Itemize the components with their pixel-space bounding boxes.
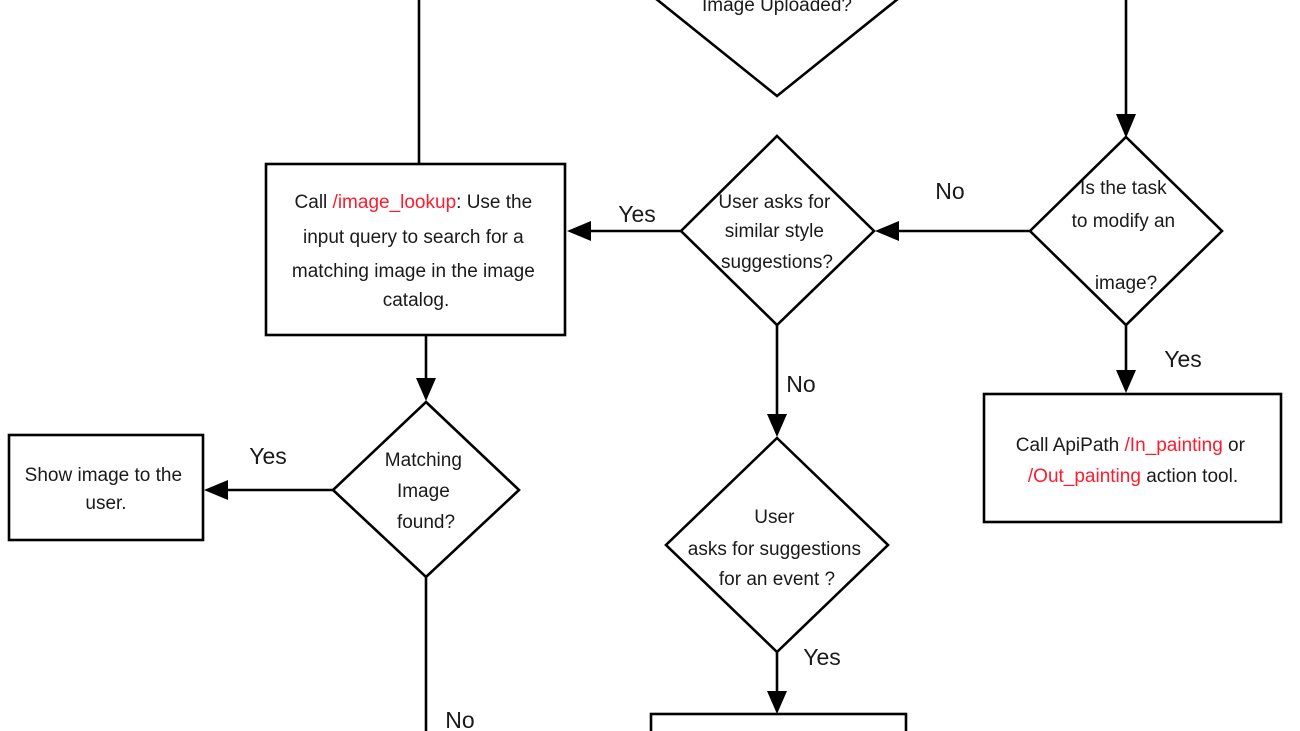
process-image-lookup: [264, 162, 567, 337]
arrowhead-style-in: [875, 221, 899, 241]
label-match-no: No: [445, 707, 474, 731]
process-show-image: [7, 433, 205, 542]
edge-top-right-to-modify: [1124, 0, 1128, 125]
label-style-no: No: [786, 371, 815, 397]
process-image-lookup-text: Call /image_lookup: Use the input query …: [292, 192, 540, 311]
label-modify-yes: Yes: [1164, 346, 1202, 372]
decision-matching-image: [331, 400, 521, 579]
process-show-image-text: Show image to the user.: [25, 465, 188, 514]
arrowhead-lookup-in: [567, 221, 591, 241]
decision-image-uploaded: [655, 0, 899, 98]
decision-similar-style-text: User asks for similar style suggestions?: [718, 192, 835, 273]
arrowhead-modify-in: [1116, 114, 1136, 138]
label-modify-no: No: [935, 178, 964, 204]
label-match-yes: Yes: [249, 443, 287, 469]
decision-event-suggestions-text: User asks for suggestions for an event ?: [688, 507, 866, 590]
process-event-next: [649, 712, 908, 731]
decision-image-uploaded-text: Image Uploaded?: [702, 0, 852, 16]
decision-modify-image-text: Is the task to modify an image?: [1072, 178, 1181, 294]
process-painting-text: Call ApiPath /In_painting or /Out_painti…: [1016, 435, 1251, 487]
arrowhead-painting-in: [1116, 370, 1136, 393]
arrowhead-next-box-in: [767, 691, 787, 714]
label-event-yes: Yes: [803, 644, 841, 670]
decision-matching-image-text: Matching Image found?: [385, 450, 467, 533]
process-painting: [982, 392, 1283, 524]
arrowhead-match-in: [416, 378, 436, 401]
decision-modify-image: [1028, 135, 1224, 327]
arrowhead-event-in: [767, 414, 787, 437]
decision-event-suggestions: [664, 436, 890, 654]
decision-similar-style: [679, 134, 876, 327]
label-style-yes: Yes: [618, 201, 656, 227]
arrowhead-show-in: [204, 480, 228, 500]
